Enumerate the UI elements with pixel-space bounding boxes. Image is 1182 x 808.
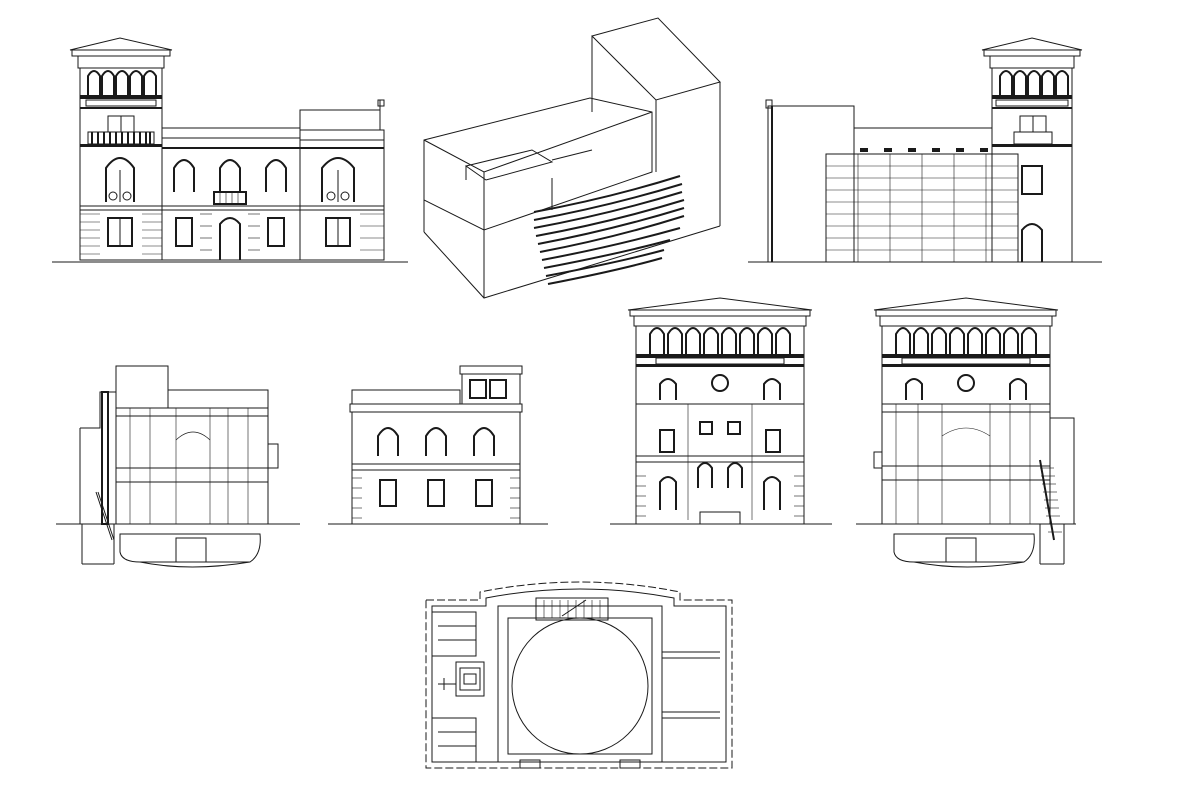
section-stair [1039,459,1062,541]
section-right [856,297,1076,568]
plan-stair-top [543,599,601,618]
front-elevation [52,37,408,263]
axonometric-view [423,17,721,299]
tower-side-arcade [649,327,791,354]
floor-plan [425,581,733,769]
tower-balcony-railing [87,131,155,145]
side-elevation-low [328,365,548,525]
axonometric-louvres [533,175,685,285]
side-elevation-tower [610,297,832,525]
tower-loggia-arches [87,70,157,96]
rear-elevation [748,37,1102,263]
section-left [56,365,300,568]
rear-facade-screen [825,148,1019,263]
tower-rustication [80,213,162,255]
